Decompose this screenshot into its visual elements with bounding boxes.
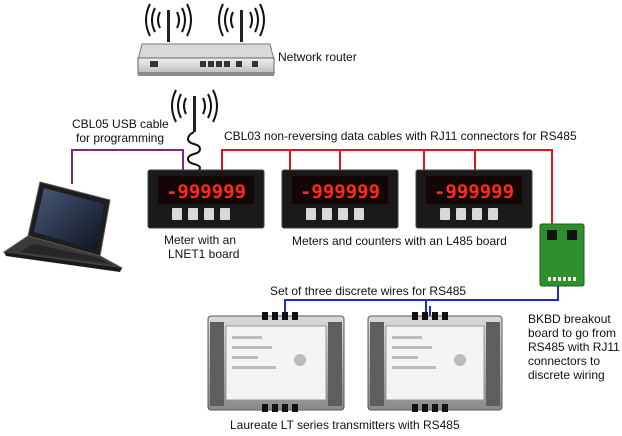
label-bkbd-line4: connectors to [528, 354, 601, 368]
label-bkbd-line3: RS485 with RJ11 [528, 340, 620, 354]
meter-display-3: -999999 [434, 181, 514, 203]
laptop-icon [2, 181, 123, 272]
label-meter-lnet1-line1: Meter with an [164, 233, 237, 247]
label-meter-lnet1-line2: LNET1 board [168, 247, 240, 261]
router-icon [137, 3, 275, 76]
usb-cable [71, 149, 184, 184]
breakout-board-icon [539, 223, 585, 287]
meter-display-2: -999999 [300, 181, 380, 203]
label-usb-cable-line2: for programming [76, 131, 165, 145]
label-bkbd-line1: BKBD breakout [528, 312, 611, 326]
rs485-data-cables [221, 149, 553, 224]
panel-meter-l485-1 [281, 169, 399, 229]
label-bkbd-line5: discrete wiring [528, 368, 605, 382]
label-network-router: Network router [278, 50, 357, 64]
discrete-rs485-wires [284, 286, 559, 316]
transmitter-icon-1 [207, 312, 345, 412]
panel-meter-lnet1 [147, 169, 265, 229]
transmitter-icon-2 [367, 312, 503, 412]
label-usb-cable-line1: CBL05 USB cable [72, 117, 169, 131]
meter-display-1: -999999 [166, 181, 246, 203]
label-meters-l485: Meters and counters with an L485 board [292, 234, 507, 248]
wireless-antenna-icon [171, 89, 218, 173]
label-bkbd-line2: board to go from [528, 326, 617, 340]
label-transmitters: Laureate LT series transmitters with RS4… [230, 418, 460, 432]
label-cbl03-cables: CBL03 non-reversing data cables with RJ1… [224, 129, 577, 143]
label-discrete-wires: Set of three discrete wires for RS485 [270, 284, 467, 298]
panel-meter-l485-2 [415, 169, 533, 229]
